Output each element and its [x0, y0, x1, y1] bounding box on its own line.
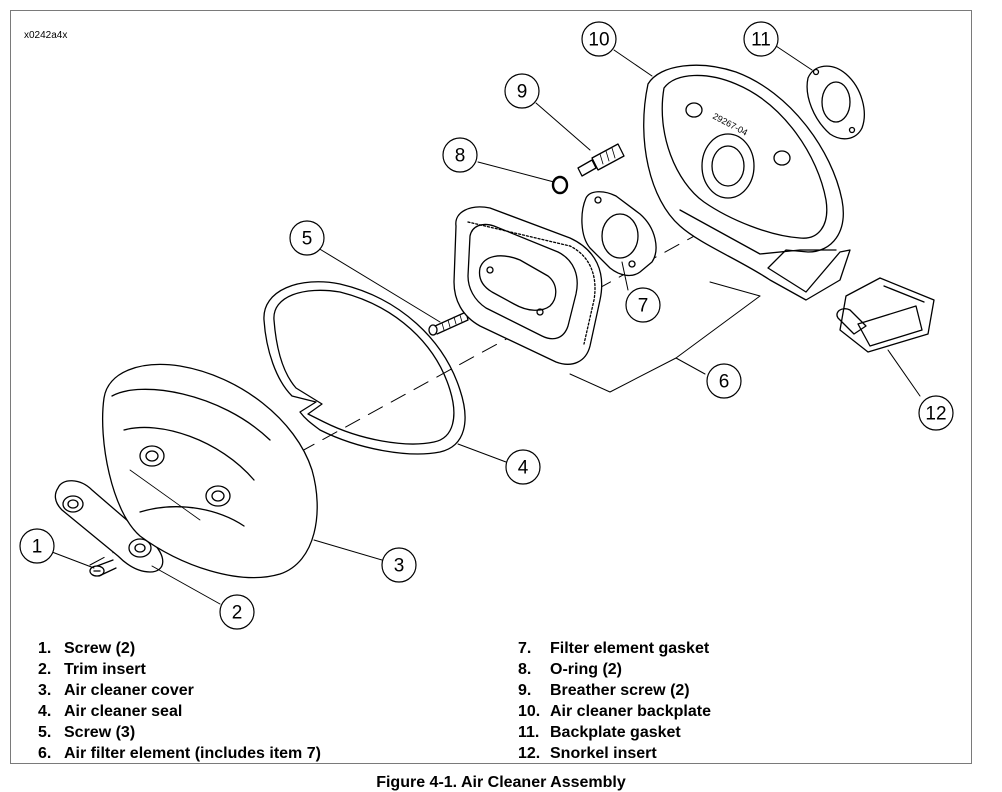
callout-7: 7 — [638, 296, 649, 317]
air-cleaner-cover-part — [101, 363, 318, 579]
callout-4: 4 — [518, 458, 529, 479]
callout-circles — [19, 21, 954, 630]
callout-6: 6 — [719, 372, 730, 393]
callout-5: 5 — [302, 229, 313, 250]
callout-12: 12 — [925, 404, 946, 425]
legend-item: 7.Filter element gasket — [518, 640, 710, 657]
exploded-view-diagram: 29267-04 — [19, 21, 954, 630]
legend-item: 8.O-ring (2) — [518, 661, 622, 678]
legend-item: 6.Air filter element (includes item 7) — [38, 745, 321, 762]
callout-1: 1 — [32, 537, 43, 558]
callout-8: 8 — [455, 146, 466, 167]
long-screw-part — [428, 311, 469, 336]
breather-screw-part — [577, 143, 625, 177]
leader-lines — [51, 45, 921, 605]
callout-2: 2 — [232, 603, 243, 624]
air-cleaner-backplate-part: 29267-04 — [643, 64, 851, 301]
legend-item: 3.Air cleaner cover — [38, 682, 194, 699]
filter-element-gasket-part — [581, 191, 657, 277]
snorkel-insert-part — [836, 277, 935, 353]
legend-left: 1.Screw (2) 2.Trim insert 3.Air cleaner … — [32, 638, 321, 764]
air-filter-element-part — [453, 206, 603, 365]
figure-id: x0242a4x — [24, 30, 68, 41]
legend-item: 10.Air cleaner backplate — [518, 703, 711, 720]
o-ring-part — [551, 175, 569, 195]
figure-frame — [10, 10, 972, 764]
legend-item: 12.Snorkel insert — [518, 745, 657, 762]
air-cleaner-seal-part — [263, 281, 466, 455]
legend-item: 11.Backplate gasket — [518, 724, 681, 741]
legend-item: 1.Screw (2) — [38, 640, 136, 657]
trim-insert-part — [54, 480, 164, 573]
legend-item: 5.Screw (3) — [38, 724, 136, 741]
legend-item: 2.Trim insert — [38, 661, 146, 678]
callout-3: 3 — [394, 556, 405, 577]
legend-item: 4.Air cleaner seal — [38, 703, 183, 720]
callout-10: 10 — [588, 30, 609, 51]
screw-part — [89, 559, 117, 577]
legend-item: 9.Breather screw (2) — [518, 682, 690, 699]
callout-11: 11 — [751, 30, 771, 51]
legend-right: 7.Filter element gasket 8.O-ring (2) 9.B… — [512, 638, 711, 764]
backplate-gasket-part — [806, 65, 865, 140]
figure-caption: Figure 4-1. Air Cleaner Assembly — [376, 774, 626, 791]
callout-9: 9 — [517, 82, 528, 103]
